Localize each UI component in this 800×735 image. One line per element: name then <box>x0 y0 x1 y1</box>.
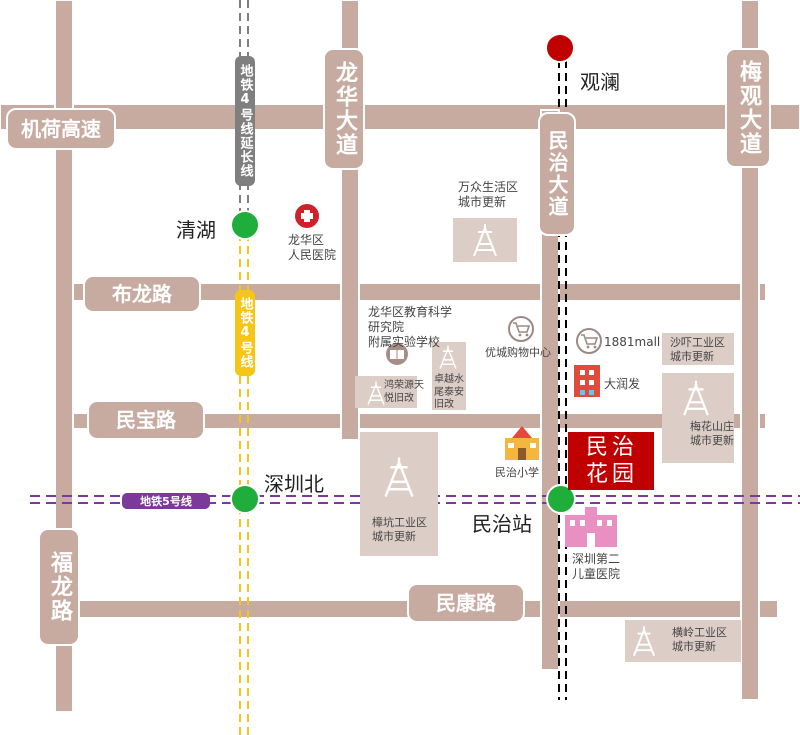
huakeng-rig-icon <box>384 457 414 498</box>
road-label-meiguan: 梅观大道 <box>725 48 771 168</box>
hospital-icon <box>295 204 319 228</box>
road-label-jihe: 机荷高速 <box>6 108 116 150</box>
road-label-minbao: 民宝路 <box>87 400 205 440</box>
poi-hongrong: 鸿荣源天悦旧改 <box>384 380 424 404</box>
huakeng-block <box>360 432 438 556</box>
qinghu-station-marker <box>230 210 260 240</box>
station-minzhi: 民治站 <box>472 512 532 536</box>
shopping-cart-icon-1881 <box>576 328 602 354</box>
poi-childrens-hospital: 深圳第二儿童医院 <box>572 552 621 581</box>
zhuohui-rig-icon <box>439 345 457 369</box>
poi-youcheng: 优城购物中心 <box>485 346 551 359</box>
wanzhong-rig-icon <box>473 224 497 257</box>
poi-hospital: 龙华区人民医院 <box>288 233 337 262</box>
guanlan-marker <box>545 33 575 63</box>
metro-line4-ext-label: 地铁4号线延长线 <box>235 56 255 186</box>
project-minzhi-garden: 民治 花园 <box>568 432 654 490</box>
road-label-longhua: 龙华大道 <box>323 48 365 170</box>
station-guanlan: 观澜 <box>580 70 620 94</box>
shaye-block <box>662 333 734 365</box>
poi-primary-school: 民治小学 <box>495 466 539 479</box>
station-qinghu: 清湖 <box>176 218 216 242</box>
poi-darunfa: 大润发 <box>604 377 641 391</box>
road-label-bulong: 布龙路 <box>83 275 201 313</box>
hengling-rig-icon <box>632 626 656 657</box>
road-label-minzhi-ave: 民治大道 <box>538 112 576 236</box>
hongrong-rig-icon <box>367 381 385 405</box>
shopping-cart-icon <box>508 316 534 342</box>
poi-shaye: 沙吓工业区城市更新 <box>670 336 725 363</box>
poi-meihua: 梅花山庄城市更新 <box>690 420 734 447</box>
meihua-rig-icon <box>683 380 709 416</box>
road-label-fulong: 福龙路 <box>38 528 80 646</box>
station-shenzhenbei: 深圳北 <box>264 472 324 496</box>
poi-zhuohui: 卓越水尾泰安旧改 <box>434 374 464 410</box>
poi-wanzhong: 万众生活区城市更新 <box>458 180 519 209</box>
zhuohui-block <box>432 342 466 410</box>
metro-line5-label: 地铁5号线 <box>122 493 210 509</box>
poi-huakeng: 樟坑工业区城市更新 <box>372 516 427 543</box>
road-jihe <box>0 103 800 131</box>
road-label-minkang: 民康路 <box>407 583 525 623</box>
hongrong-block <box>355 376 417 408</box>
minzhi-station-marker <box>546 484 576 514</box>
poi-hengling: 横岭工业区城市更新 <box>672 626 727 653</box>
childrens-hospital-icon <box>565 507 617 547</box>
primary-school-icon <box>505 426 539 460</box>
metro-line4-label: 地铁4号线 <box>235 290 255 376</box>
road-meiguan-v <box>740 0 760 701</box>
poi-school: 龙华区教育科学研究院附属实验学校 <box>368 305 453 349</box>
poi-mall1881: 1881mall <box>604 335 661 349</box>
supermarket-icon <box>574 365 600 397</box>
school-icon <box>386 343 408 365</box>
shenzhenbei-station-marker <box>230 484 260 514</box>
